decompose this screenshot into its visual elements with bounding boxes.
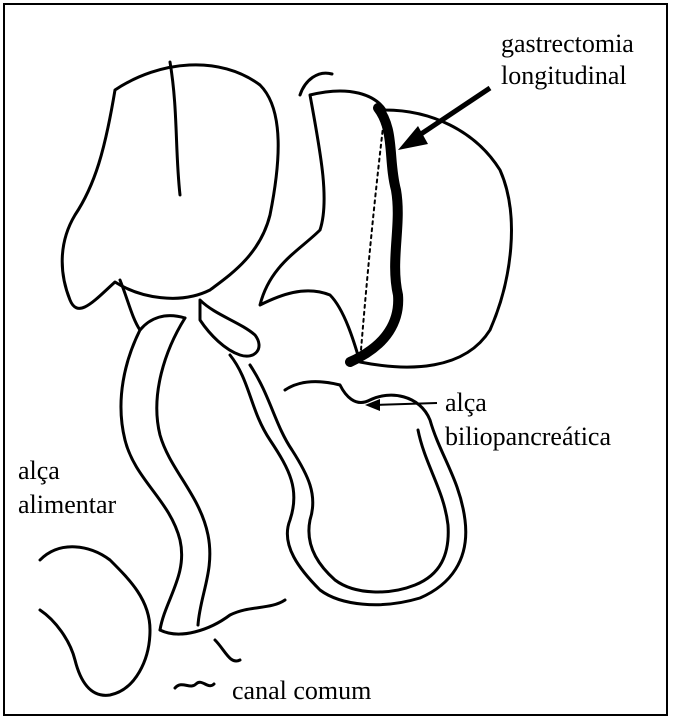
label-biliopancreatic-line2: biliopancreática: [445, 422, 611, 452]
alimentary-limb: [121, 330, 182, 630]
label-alimentary-line2: alimentar: [18, 490, 116, 520]
label-alimentary-line1: alça: [18, 456, 60, 486]
label-gastrectomy-line2: longitudinal: [501, 61, 627, 91]
label-gastrectomy-line1: gastrectomia: [501, 29, 634, 59]
label-biliopancreatic-line1: alça: [445, 388, 487, 418]
excluded-stomach: [62, 65, 278, 308]
staple-line: [350, 108, 398, 362]
common-channel: [160, 600, 285, 634]
biliopancreatic-arrow: [375, 403, 437, 405]
label-common-channel: canal comum: [232, 676, 371, 706]
